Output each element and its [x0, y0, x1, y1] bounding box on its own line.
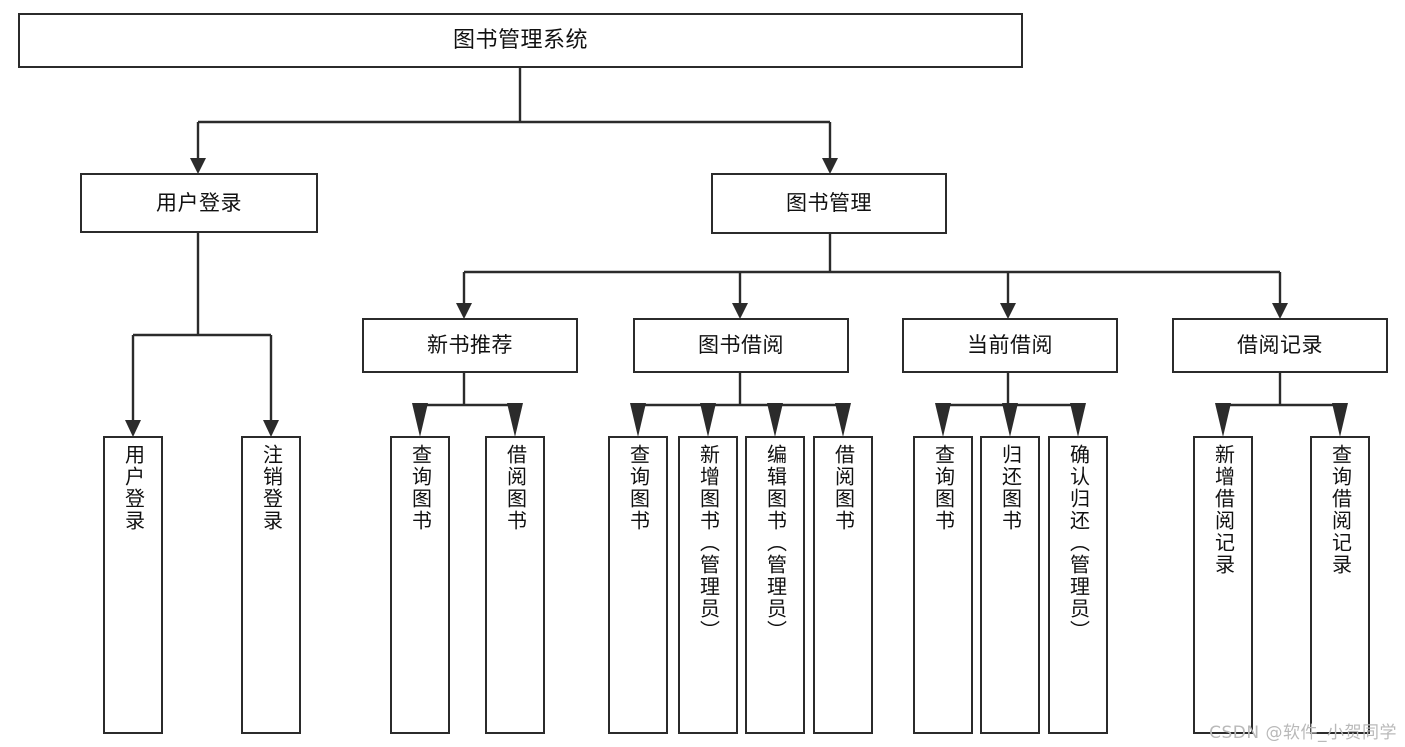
leaf-book-borrow-borrow-label: 借阅图书 [831, 444, 856, 532]
leaf-user-login-login[interactable]: 用户登录 [103, 436, 163, 734]
node-root[interactable]: 图书管理系统 [18, 13, 1023, 68]
arrow-new-book-leaf-2 [507, 403, 523, 437]
arrow-book-borrow-leaf-4 [835, 403, 851, 437]
arrow-to-new-book [456, 303, 472, 319]
leaf-user-login-login-label: 用户登录 [121, 444, 146, 532]
node-current-borrow-label: 当前借阅 [967, 333, 1053, 358]
leaf-borrow-record-query[interactable]: 查询借阅记录 [1310, 436, 1370, 734]
node-book-manage-label: 图书管理 [786, 191, 872, 216]
node-current-borrow[interactable]: 当前借阅 [902, 318, 1118, 373]
node-book-borrow-label: 图书借阅 [698, 333, 784, 358]
leaf-new-book-borrow[interactable]: 借阅图书 [485, 436, 545, 734]
node-book-manage[interactable]: 图书管理 [711, 173, 947, 234]
arrow-current-borrow-leaf-1 [935, 403, 951, 437]
leaf-user-login-logout[interactable]: 注销登录 [241, 436, 301, 734]
leaf-book-borrow-query-label: 查询图书 [626, 444, 651, 532]
leaf-borrow-record-query-label: 查询借阅记录 [1328, 444, 1353, 576]
leaf-current-borrow-return-label: 归还图书 [998, 444, 1023, 532]
node-user-login[interactable]: 用户登录 [80, 173, 318, 233]
leaf-current-borrow-query[interactable]: 查询图书 [913, 436, 973, 734]
leaf-current-borrow-confirm[interactable]: 确认归还（管理员） [1048, 436, 1108, 734]
arrow-borrow-record-leaf-2 [1332, 403, 1348, 437]
arrow-root-to-user-login [190, 158, 206, 174]
leaf-current-borrow-query-label: 查询图书 [931, 444, 956, 532]
leaf-user-login-logout-label: 注销登录 [259, 444, 284, 532]
leaf-book-borrow-add-label: 新增图书（管理员） [696, 444, 721, 642]
arrow-book-borrow-leaf-1 [630, 403, 646, 437]
node-borrow-record[interactable]: 借阅记录 [1172, 318, 1388, 373]
arrow-user-login-leaf-1 [125, 420, 141, 437]
leaf-book-borrow-query[interactable]: 查询图书 [608, 436, 668, 734]
node-book-borrow[interactable]: 图书借阅 [633, 318, 849, 373]
node-borrow-record-label: 借阅记录 [1237, 333, 1323, 358]
node-user-login-label: 用户登录 [156, 190, 242, 215]
leaf-book-borrow-edit[interactable]: 编辑图书（管理员） [745, 436, 805, 734]
leaf-book-borrow-borrow[interactable]: 借阅图书 [813, 436, 873, 734]
arrow-borrow-record-leaf-1 [1215, 403, 1231, 437]
leaf-new-book-borrow-label: 借阅图书 [503, 444, 528, 532]
node-root-label: 图书管理系统 [452, 27, 588, 53]
leaf-book-borrow-add[interactable]: 新增图书（管理员） [678, 436, 738, 734]
arrow-current-borrow-leaf-3 [1070, 403, 1086, 437]
arrow-to-current-borrow [1000, 303, 1016, 319]
arrow-to-borrow-record [1272, 303, 1288, 319]
leaf-borrow-record-add-label: 新增借阅记录 [1211, 444, 1236, 576]
leaf-new-book-query[interactable]: 查询图书 [390, 436, 450, 734]
arrow-new-book-leaf-1 [412, 403, 428, 437]
leaf-current-borrow-return[interactable]: 归还图书 [980, 436, 1040, 734]
arrow-to-book-borrow [732, 303, 748, 319]
arrow-current-borrow-leaf-2 [1002, 403, 1018, 437]
leaf-new-book-query-label: 查询图书 [408, 444, 433, 532]
leaf-current-borrow-confirm-label: 确认归还（管理员） [1066, 444, 1091, 642]
arrow-user-login-leaf-2 [263, 420, 279, 437]
node-new-book-recommend-label: 新书推荐 [427, 333, 513, 358]
leaf-book-borrow-edit-label: 编辑图书（管理员） [763, 444, 788, 642]
arrow-book-borrow-leaf-3 [767, 403, 783, 437]
arrow-root-to-book-manage [822, 158, 838, 174]
leaf-borrow-record-add[interactable]: 新增借阅记录 [1193, 436, 1253, 734]
arrow-book-borrow-leaf-2 [700, 403, 716, 437]
node-new-book-recommend[interactable]: 新书推荐 [362, 318, 578, 373]
